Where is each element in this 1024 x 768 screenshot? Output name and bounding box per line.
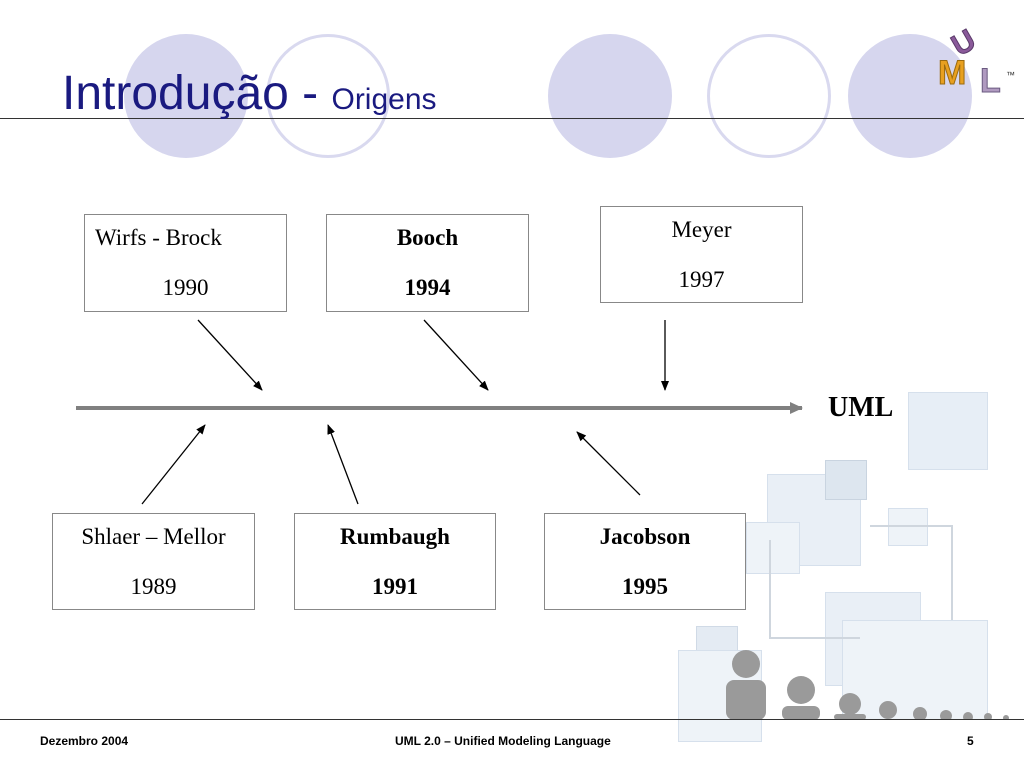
box-meyer: Meyer 1997 — [600, 206, 803, 303]
deco-square — [825, 460, 867, 500]
footer-title: UML 2.0 – Unified Modeling Language — [395, 734, 611, 748]
arrow-booch — [423, 319, 489, 391]
arrow-wirfs-brock — [197, 319, 263, 391]
box-name: Shlaer – Mellor — [81, 524, 226, 549]
box-name: Rumbaugh — [340, 524, 450, 549]
people-silhouettes-icon — [726, 650, 1009, 720]
box-name: Wirfs - Brock — [95, 225, 222, 250]
arrow-jacobson — [576, 431, 641, 496]
arrow-rumbaugh — [327, 424, 359, 505]
box-year: 1991 — [372, 574, 418, 599]
arrow-shlaer-mellor — [141, 424, 206, 505]
logo-letter-m: M — [938, 54, 966, 92]
uml-target-label: UML — [828, 392, 894, 423]
box-wirfs-brock: Wirfs - Brock 1990 — [84, 214, 287, 312]
header-circle-4 — [707, 34, 831, 158]
logo-trademark: ™ — [1006, 70, 1015, 80]
box-shlaer-mellor: Shlaer – Mellor 1989 — [52, 513, 255, 610]
header-rule — [0, 118, 1024, 119]
footer-date: Dezembro 2004 — [40, 734, 129, 748]
box-name: Booch — [396, 225, 459, 250]
box-year: 1990 — [162, 275, 209, 300]
box-rumbaugh: Rumbaugh 1991 — [294, 513, 496, 610]
header-circle-5 — [848, 34, 972, 158]
box-year: 1994 — [404, 275, 451, 300]
deco-square — [746, 522, 800, 574]
title-main: Introdução - — [62, 67, 332, 120]
box-jacobson: Jacobson 1995 — [544, 513, 746, 610]
header-circle-2 — [266, 34, 390, 158]
box-booch: Booch 1994 — [326, 214, 529, 312]
uml-logo-icon: U M L ™ — [938, 23, 1016, 100]
logo-letter-l: L — [980, 62, 1001, 100]
page-title: Introdução - Origens — [62, 66, 437, 121]
header-circle-3 — [548, 34, 672, 158]
box-year: 1997 — [678, 267, 725, 292]
title-sub: Origens — [331, 83, 437, 116]
footer-page-number: 5 — [967, 734, 974, 748]
deco-connector-lines — [769, 525, 953, 639]
box-year: 1989 — [130, 574, 177, 599]
header-circle-1 — [124, 34, 248, 158]
footer-rule — [0, 719, 1024, 720]
box-year: 1995 — [622, 574, 668, 599]
deco-square — [842, 620, 988, 720]
box-name: Meyer — [671, 217, 732, 242]
deco-square — [908, 392, 988, 470]
box-name: Jacobson — [599, 524, 691, 549]
